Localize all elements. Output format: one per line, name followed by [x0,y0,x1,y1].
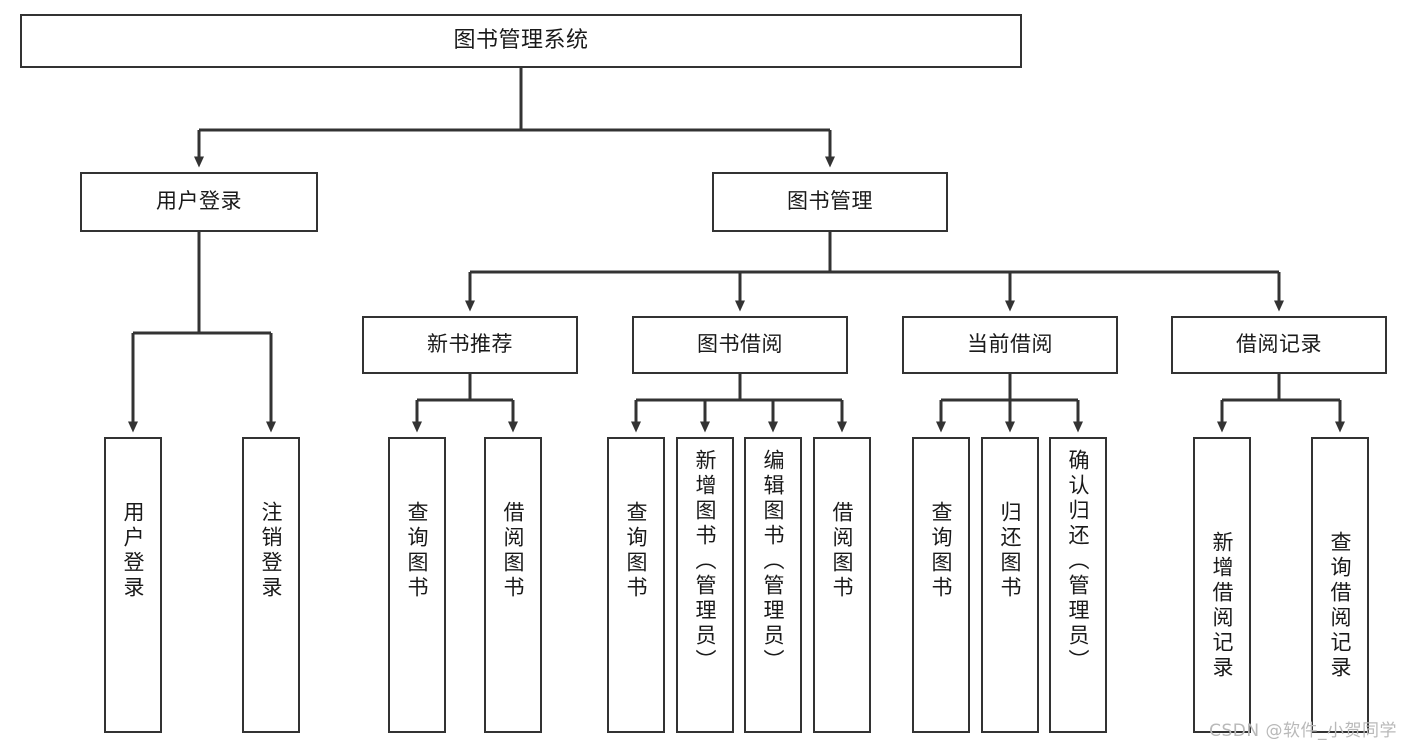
node-label-leaf-confirm-return: 确认归还（管理员） [1066,449,1091,674]
node-leaf-add-borrow-record[interactable]: 新增借阅记录 [1193,437,1251,733]
node-label-leaf-borrow-book-borrow: 借阅图书 [830,501,855,601]
node-leaf-query-book-borrow[interactable]: 查询图书 [607,437,665,733]
node-leaf-borrow-book-borrow[interactable]: 借阅图书 [813,437,871,733]
node-label-leaf-return-book: 归还图书 [998,501,1023,601]
node-leaf-add-book[interactable]: 新增图书（管理员） [676,437,734,733]
node-label-leaf-add-borrow-record: 新增借阅记录 [1210,531,1235,681]
node-current-borrow[interactable]: 当前借阅 [902,316,1118,374]
node-user-login[interactable]: 用户登录 [80,172,318,232]
node-leaf-query-borrow-record[interactable]: 查询借阅记录 [1311,437,1369,733]
node-label-leaf-borrow-book-recommend: 借阅图书 [501,501,526,601]
node-label-current-borrow: 当前借阅 [967,332,1053,357]
node-leaf-confirm-return[interactable]: 确认归还（管理员） [1049,437,1107,733]
node-label-leaf-query-borrow-record: 查询借阅记录 [1328,531,1353,681]
node-book-manage[interactable]: 图书管理 [712,172,948,232]
node-label-leaf-add-book: 新增图书（管理员） [693,449,718,674]
node-label-leaf-logout: 注销登录 [259,501,284,601]
node-leaf-query-book-current[interactable]: 查询图书 [912,437,970,733]
node-label-borrow-record: 借阅记录 [1236,332,1322,357]
node-leaf-logout[interactable]: 注销登录 [242,437,300,733]
node-label-book-manage: 图书管理 [787,189,873,214]
node-new-book-recommendation[interactable]: 新书推荐 [362,316,578,374]
node-label-user-login: 用户登录 [156,189,242,214]
node-leaf-query-book-recommend[interactable]: 查询图书 [388,437,446,733]
node-root-system[interactable]: 图书管理系统 [20,14,1022,68]
node-leaf-edit-book[interactable]: 编辑图书（管理员） [744,437,802,733]
node-label-leaf-query-book-borrow: 查询图书 [624,501,649,601]
node-leaf-borrow-book-recommend[interactable]: 借阅图书 [484,437,542,733]
node-label-book-borrow: 图书借阅 [697,332,783,357]
node-borrow-record[interactable]: 借阅记录 [1171,316,1387,374]
node-label-leaf-query-book-recommend: 查询图书 [405,501,430,601]
node-label-root: 图书管理系统 [453,27,589,53]
node-label-leaf-edit-book: 编辑图书（管理员） [761,449,786,674]
csdn-watermark: CSDN @软件_小贺同学 [1209,721,1397,741]
node-label-leaf-query-book-current: 查询图书 [929,501,954,601]
node-leaf-return-book[interactable]: 归还图书 [981,437,1039,733]
node-label-new-book-recommendation: 新书推荐 [427,332,513,357]
node-label-leaf-user-login: 用户登录 [121,501,146,601]
node-leaf-user-login[interactable]: 用户登录 [104,437,162,733]
node-book-borrow[interactable]: 图书借阅 [632,316,848,374]
